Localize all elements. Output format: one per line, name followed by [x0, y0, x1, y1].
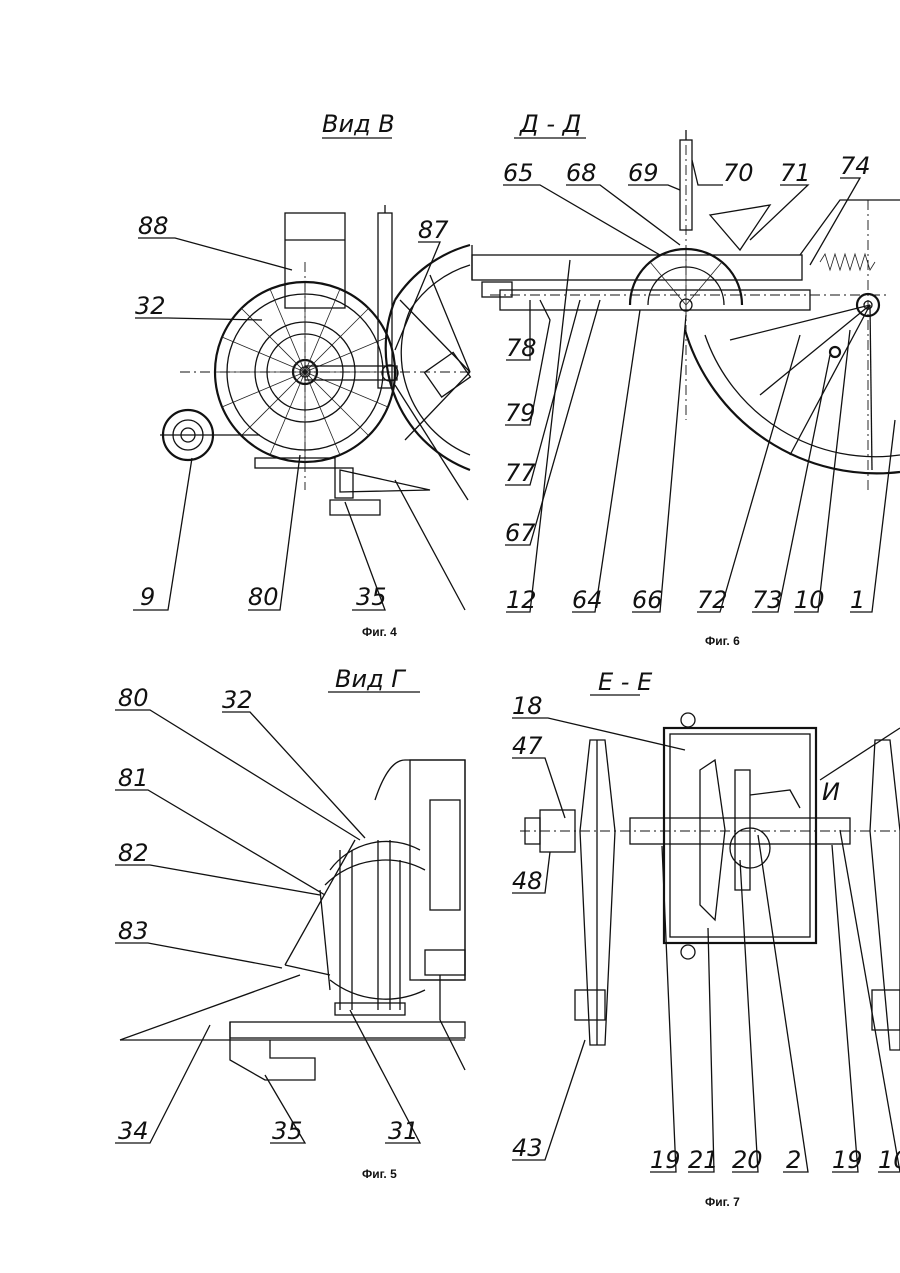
fig6-caption: Фиг. 6: [705, 634, 740, 648]
label-74: 74: [840, 152, 871, 180]
label-21: 21: [688, 1146, 719, 1174]
figure-7: Е - Е: [512, 668, 900, 1209]
label-73: 73: [752, 586, 783, 614]
label-83: 83: [118, 917, 149, 945]
label-81: 81: [118, 764, 149, 792]
figure-4: Вид В: [133, 110, 470, 639]
fig7-caption: Фиг. 7: [705, 1195, 740, 1209]
label-77: 77: [505, 459, 536, 487]
label-68: 68: [566, 159, 597, 187]
label-10: 10: [878, 1146, 900, 1174]
label-35: 35: [356, 583, 387, 611]
figure-6: Д - Д: [472, 110, 900, 648]
label-70: 70: [723, 159, 754, 187]
label-80: 80: [118, 684, 149, 712]
label-31: 31: [388, 1117, 419, 1145]
hopper-88: [285, 213, 345, 308]
label-65: 65: [503, 159, 534, 187]
label-I: И: [822, 778, 840, 806]
label-82: 82: [118, 839, 149, 867]
label-88: 88: [138, 212, 169, 240]
label-34: 34: [118, 1117, 149, 1145]
label-66: 66: [632, 586, 663, 614]
label-9: 9: [140, 583, 155, 611]
label-2: 2: [786, 1146, 801, 1174]
fig5-caption: Фиг. 5: [362, 1167, 397, 1181]
fig4-title: Вид В: [322, 110, 395, 138]
label-71: 71: [780, 159, 811, 187]
label-10: 10: [794, 586, 825, 614]
label-79: 79: [505, 399, 536, 427]
label-47: 47: [512, 732, 543, 760]
label-78: 78: [506, 334, 537, 362]
fig7-title: Е - Е: [598, 668, 653, 696]
spring-74: [820, 254, 875, 270]
label-32: 32: [135, 292, 166, 320]
label-64: 64: [572, 586, 603, 614]
label-72: 72: [697, 586, 728, 614]
label-18: 18: [512, 692, 543, 720]
label-1: 1: [850, 586, 865, 614]
label-12: 12: [506, 586, 537, 614]
label-19b: 19: [832, 1146, 863, 1174]
label-87: 87: [418, 216, 449, 244]
fig5-title: Вид Г: [335, 665, 406, 693]
label-43: 43: [512, 1134, 543, 1162]
fig6-title: Д - Д: [519, 110, 581, 138]
label-35: 35: [272, 1117, 303, 1145]
gear-housing-18: [664, 728, 816, 943]
right-wheel-discs: [870, 740, 900, 1050]
label-80: 80: [248, 583, 279, 611]
label-67: 67: [505, 519, 536, 547]
label-20: 20: [732, 1146, 763, 1174]
label-69: 69: [628, 159, 659, 187]
label-48: 48: [512, 867, 543, 895]
figure-5: Вид Г: [115, 665, 465, 1181]
label-32: 32: [222, 686, 253, 714]
label-19a: 19: [650, 1146, 681, 1174]
left-wheel-discs: [575, 740, 615, 1045]
fig4-caption: Фиг. 4: [362, 625, 397, 639]
